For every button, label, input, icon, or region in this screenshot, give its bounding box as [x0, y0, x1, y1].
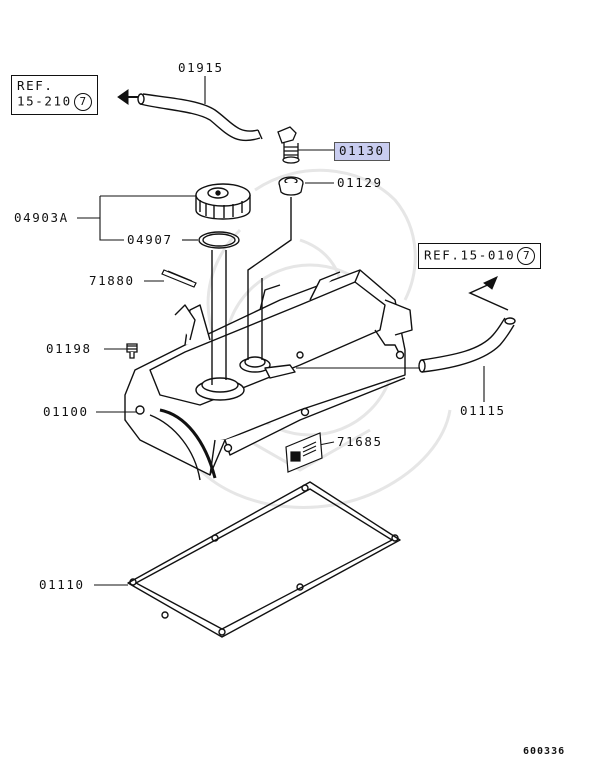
caution-label-plate [285, 432, 323, 473]
part-label-01100[interactable]: 01100 [43, 404, 89, 419]
part-label-01915[interactable]: 01915 [178, 60, 224, 75]
part-label-04903A[interactable]: 04903A [14, 210, 69, 225]
figure-number: 600336 [523, 746, 566, 757]
leader-lines [77, 76, 485, 586]
strip-part [161, 269, 197, 288]
ref-box-text: REF.15-010 [424, 247, 516, 263]
part-label-01110[interactable]: 01110 [39, 577, 85, 592]
grommet [278, 176, 304, 196]
pcv-valve [277, 126, 300, 164]
ref-page-circle: 7 [73, 93, 92, 112]
oil-filler-cap [195, 183, 251, 220]
ref-box-line1: REF. [17, 78, 54, 93]
o-ring [198, 231, 240, 249]
part-label-71685[interactable]: 71685 [337, 434, 383, 449]
part-label-01198[interactable]: 01198 [46, 341, 92, 356]
part-label-01129[interactable]: 01129 [337, 175, 383, 190]
ref-box-line2-text: 15-210 [17, 93, 72, 109]
valve-cover [124, 269, 413, 481]
part-label-71880[interactable]: 71880 [89, 273, 135, 288]
arrow-up [468, 276, 509, 311]
part-label-04907[interactable]: 04907 [127, 232, 173, 247]
ref-page-circle: 7 [517, 247, 536, 265]
gasket [127, 481, 401, 638]
breather-hose-upper [137, 93, 263, 142]
part-label-01130-highlighted[interactable]: 01130 [334, 142, 390, 161]
breather-hose-lower [418, 317, 516, 373]
arrow-left [117, 89, 138, 105]
part-label-01115[interactable]: 01115 [460, 403, 506, 418]
bolt [126, 343, 138, 359]
